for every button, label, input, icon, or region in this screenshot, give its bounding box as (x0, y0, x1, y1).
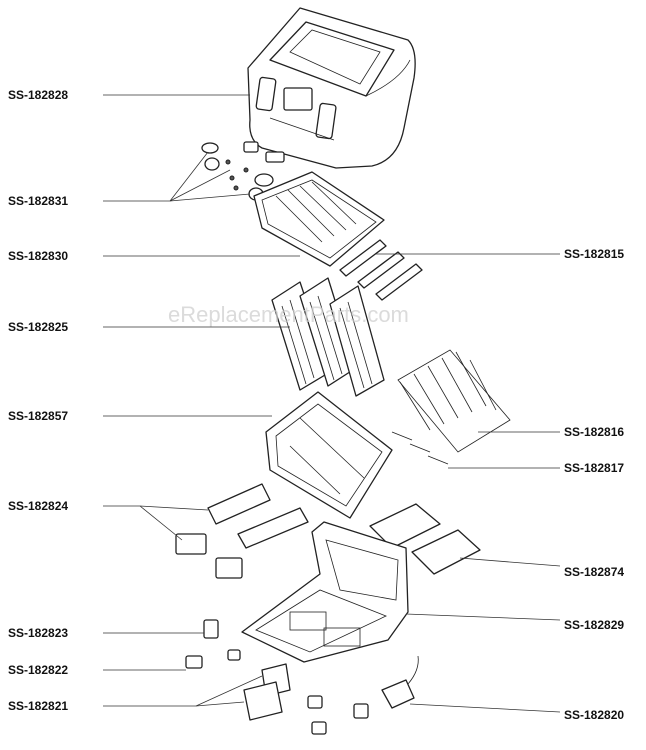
knobs-and-buttons-drawing (201, 141, 285, 201)
label-ss-182825: SS-182825 (8, 320, 68, 334)
label-ss-182816: SS-182816 (564, 425, 624, 439)
mica-strips-drawing (339, 239, 423, 301)
label-ss-182823: SS-182823 (8, 626, 68, 640)
label-ss-182824: SS-182824 (8, 499, 68, 513)
label-ss-182821: SS-182821 (8, 699, 68, 713)
label-ss-182817: SS-182817 (564, 461, 624, 475)
wire-racks-drawing (391, 349, 511, 465)
label-ss-182820: SS-182820 (564, 708, 624, 722)
label-ss-182822: SS-182822 (8, 663, 68, 677)
label-ss-182857: SS-182857 (8, 409, 68, 423)
top-cover-drawing (253, 171, 385, 267)
switch-assemblies-drawing (175, 483, 309, 579)
label-ss-182815: SS-182815 (564, 247, 624, 261)
label-ss-182874: SS-182874 (564, 565, 624, 579)
small-parts-drawing (185, 619, 419, 735)
heating-elements-drawing (271, 277, 385, 397)
base-frame-drawing (241, 521, 409, 663)
leader-lines (103, 94, 561, 713)
label-ss-182830: SS-182830 (8, 249, 68, 263)
label-ss-182828: SS-182828 (8, 88, 68, 102)
label-ss-182829: SS-182829 (564, 618, 624, 632)
watermark-text: eReplacementParts.com (168, 302, 409, 327)
toaster-housing-drawing (247, 7, 416, 169)
chassis-frame-drawing (265, 391, 393, 519)
label-ss-182831: SS-182831 (8, 194, 68, 208)
